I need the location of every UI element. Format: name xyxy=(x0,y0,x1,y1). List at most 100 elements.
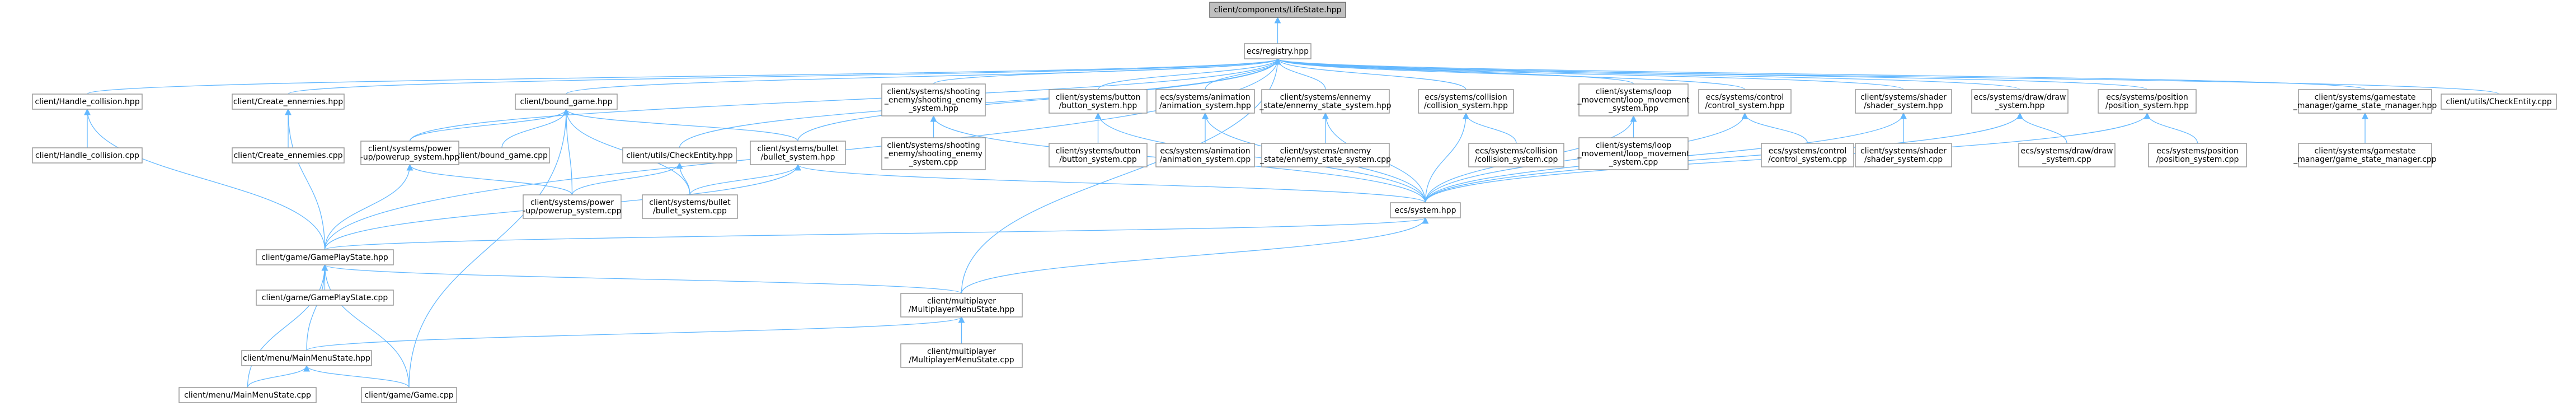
shader-hpp-node[interactable]: client/systems/shader/shader_system.hpp xyxy=(1855,89,1952,114)
game-cpp-node[interactable]: client/game/Game.cpp xyxy=(361,387,457,403)
node-box xyxy=(1049,143,1148,167)
node-label: _state/ennemy_state_system.hpp xyxy=(1259,101,1391,110)
edge-bound-hpp-to-power-hpp xyxy=(409,108,570,142)
node-label: /bullet_system.cpp xyxy=(653,207,727,216)
checkentity-hpp-node[interactable]: client/utils/CheckEntity.hpp xyxy=(622,147,737,164)
gps-cpp-node[interactable]: client/game/GamePlayState.cpp xyxy=(256,290,394,306)
node-label: /collision_system.cpp xyxy=(1475,155,1558,164)
node-box xyxy=(1761,143,1854,167)
checkentity-cpp-node[interactable]: client/utils/CheckEntity.cpp xyxy=(2441,94,2557,110)
create-hpp-node[interactable]: client/Create_ennemies.hpp xyxy=(232,94,345,110)
node-box xyxy=(241,350,372,366)
registry-node[interactable]: ecs/registry.hpp xyxy=(1244,43,1311,59)
shader-cpp-node[interactable]: client/systems/shader/shader_system.cpp xyxy=(1855,143,1952,167)
node-box xyxy=(360,141,459,165)
edge-checkentity-hpp-to-power-cpp xyxy=(571,162,683,195)
bound-hpp-node[interactable]: client/bound_game.hpp xyxy=(515,94,618,110)
node-label: /button_system.cpp xyxy=(1059,155,1137,164)
node-box xyxy=(1049,89,1148,114)
create-cpp-node[interactable]: client/Create_ennemies.cpp xyxy=(232,147,345,164)
control-hpp-node[interactable]: ecs/systems/control/control_system.hpp xyxy=(1698,89,1792,114)
edge-mms-hpp-to-mainmenu-hpp xyxy=(306,316,965,351)
node-label: client/game/Game.cpp xyxy=(364,391,453,400)
handle-cpp-node[interactable]: client/Handle_collision.cpp xyxy=(32,147,143,164)
pos-hpp-node[interactable]: ecs/systems/position/position_system.hpp xyxy=(2098,89,2197,114)
edge-bound-hpp-to-power-cpp xyxy=(563,108,573,195)
node-box xyxy=(1244,43,1311,59)
anim-cpp-node[interactable]: ecs/systems/animation/animation_system.c… xyxy=(1155,143,1255,167)
node-box xyxy=(900,293,1023,318)
mainmenu-cpp-node[interactable]: client/menu/MainMenuState.cpp xyxy=(178,387,317,403)
edge-draw-hpp-to-system-hpp xyxy=(1425,112,2023,203)
node-label: _system.hpp xyxy=(908,104,958,113)
edge-checkentity-hpp-to-bullet-cpp xyxy=(676,162,690,195)
node-box xyxy=(1390,202,1461,218)
control-cpp-node[interactable]: ecs/systems/control/control_system.cpp xyxy=(1761,143,1854,167)
button-hpp-node[interactable]: client/systems/button/button_system.hpp xyxy=(1049,89,1148,114)
coll-cpp-node[interactable]: ecs/systems/collision/collision_system.c… xyxy=(1468,143,1564,167)
edge-registry-to-shader-hpp xyxy=(1275,58,1904,90)
node-box xyxy=(642,194,738,219)
node-label: ecs/systems/position xyxy=(2156,147,2238,156)
node-label: client/systems/gamestate xyxy=(2315,93,2416,102)
edge-bullet-hpp-to-system-hpp xyxy=(795,164,1426,203)
edge-coll-hpp-to-system-hpp xyxy=(1425,112,1469,203)
node-label: _movement/loop_movement xyxy=(1577,150,1690,158)
anim-hpp-node[interactable]: ecs/systems/animation/animation_system.h… xyxy=(1155,89,1255,114)
shooting-cpp-node[interactable]: client/systems/shooting_enemy/shooting_e… xyxy=(881,137,986,170)
edge-registry-to-loop-hpp xyxy=(1274,58,1634,85)
gsm-hpp-node[interactable]: client/systems/gamestate_manager/game_st… xyxy=(2293,89,2437,114)
handle-hpp-node[interactable]: client/Handle_collision.hpp xyxy=(32,94,143,110)
node-box xyxy=(361,387,457,403)
edge-gps-hpp-to-mms-hpp xyxy=(322,264,962,294)
edge-handle-hpp-to-gps-hpp xyxy=(84,108,326,250)
node-label: /animation_system.hpp xyxy=(1159,101,1251,110)
node-box xyxy=(2018,143,2116,167)
button-cpp-node[interactable]: client/systems/button/button_system.cpp xyxy=(1049,143,1148,167)
mms-cpp-node[interactable]: client/multiplayer/MultiplayerMenuState.… xyxy=(900,343,1023,368)
node-label: client/game/GamePlayState.hpp xyxy=(261,253,388,262)
draw-hpp-node[interactable]: ecs/systems/draw/draw_system.hpp xyxy=(1971,89,2069,114)
node-label: _enemy/shooting_enemy xyxy=(884,96,983,105)
system-hpp-node[interactable]: ecs/system.hpp xyxy=(1390,202,1461,218)
node-label: client/systems/bullet xyxy=(757,144,839,153)
edge-registry-to-checkentity-cpp xyxy=(1275,58,2499,95)
edge-gps-hpp-to-mainmenu-cpp xyxy=(247,264,328,388)
node-box xyxy=(622,147,737,164)
mms-hpp-node[interactable]: client/multiplayer/MultiplayerMenuState.… xyxy=(900,293,1023,318)
power-hpp-node[interactable]: client/systems/power-up/powerup_system.h… xyxy=(360,141,459,165)
node-label: _movement/loop_movement xyxy=(1577,96,1690,105)
node-label: /position_system.cpp xyxy=(2156,155,2239,164)
draw-cpp-node[interactable]: ecs/systems/draw/draw_system.cpp xyxy=(2018,143,2116,167)
node-label: client/systems/shooting xyxy=(887,87,980,96)
bullet-cpp-node[interactable]: client/systems/bullet/bullet_system.cpp xyxy=(642,194,738,219)
node-box xyxy=(32,147,143,164)
edge-registry-to-draw-hpp xyxy=(1275,58,2020,90)
loop-cpp-node[interactable]: client/systems/loop_movement/loop_moveme… xyxy=(1577,137,1690,170)
node-label: _system.hpp xyxy=(1995,101,2045,110)
node-label: -up/powerup_system.cpp xyxy=(523,207,621,216)
edge-system-hpp-to-gps-hpp xyxy=(324,217,1428,250)
node-box xyxy=(2441,94,2557,110)
edge-registry-to-coll-hpp xyxy=(1274,58,1466,90)
bound-cpp-node[interactable]: client/bound_game.cpp xyxy=(454,147,550,164)
node-label: ecs/systems/position xyxy=(2106,93,2188,102)
power-cpp-node[interactable]: client/systems/power-up/powerup_system.c… xyxy=(523,194,622,219)
bullet-hpp-node[interactable]: client/systems/bullet/bullet_system.hpp xyxy=(750,141,846,165)
node-label: -up/powerup_system.hpp xyxy=(360,153,459,162)
coll-hpp-node[interactable]: ecs/systems/collision/collision_system.h… xyxy=(1418,89,1514,114)
node-box xyxy=(256,290,394,306)
node-box xyxy=(1698,89,1792,114)
ennemy-cpp-node[interactable]: client/systems/ennemy_state/ennemy_state… xyxy=(1259,143,1391,167)
pos-cpp-node[interactable]: ecs/systems/position/position_system.cpp xyxy=(2148,143,2247,167)
edge-registry-to-bullet-hpp xyxy=(797,58,1281,142)
shooting-hpp-node[interactable]: client/systems/shooting_enemy/shooting_e… xyxy=(881,83,986,116)
mainmenu-hpp-node[interactable]: client/menu/MainMenuState.hpp xyxy=(241,350,372,366)
node-label: client/systems/shader xyxy=(1860,147,1947,156)
ennemy-hpp-node[interactable]: client/systems/ennemy_state/ennemy_state… xyxy=(1259,89,1392,114)
gps-hpp-node[interactable]: client/game/GamePlayState.hpp xyxy=(256,249,394,265)
node-label: /control_system.hpp xyxy=(1705,101,1785,110)
edge-registry-to-create-hpp xyxy=(288,58,1281,95)
loop-hpp-node[interactable]: client/systems/loop_movement/loop_moveme… xyxy=(1577,83,1690,116)
gsm-cpp-node[interactable]: client/systems/gamestate_manager/game_st… xyxy=(2293,143,2437,167)
